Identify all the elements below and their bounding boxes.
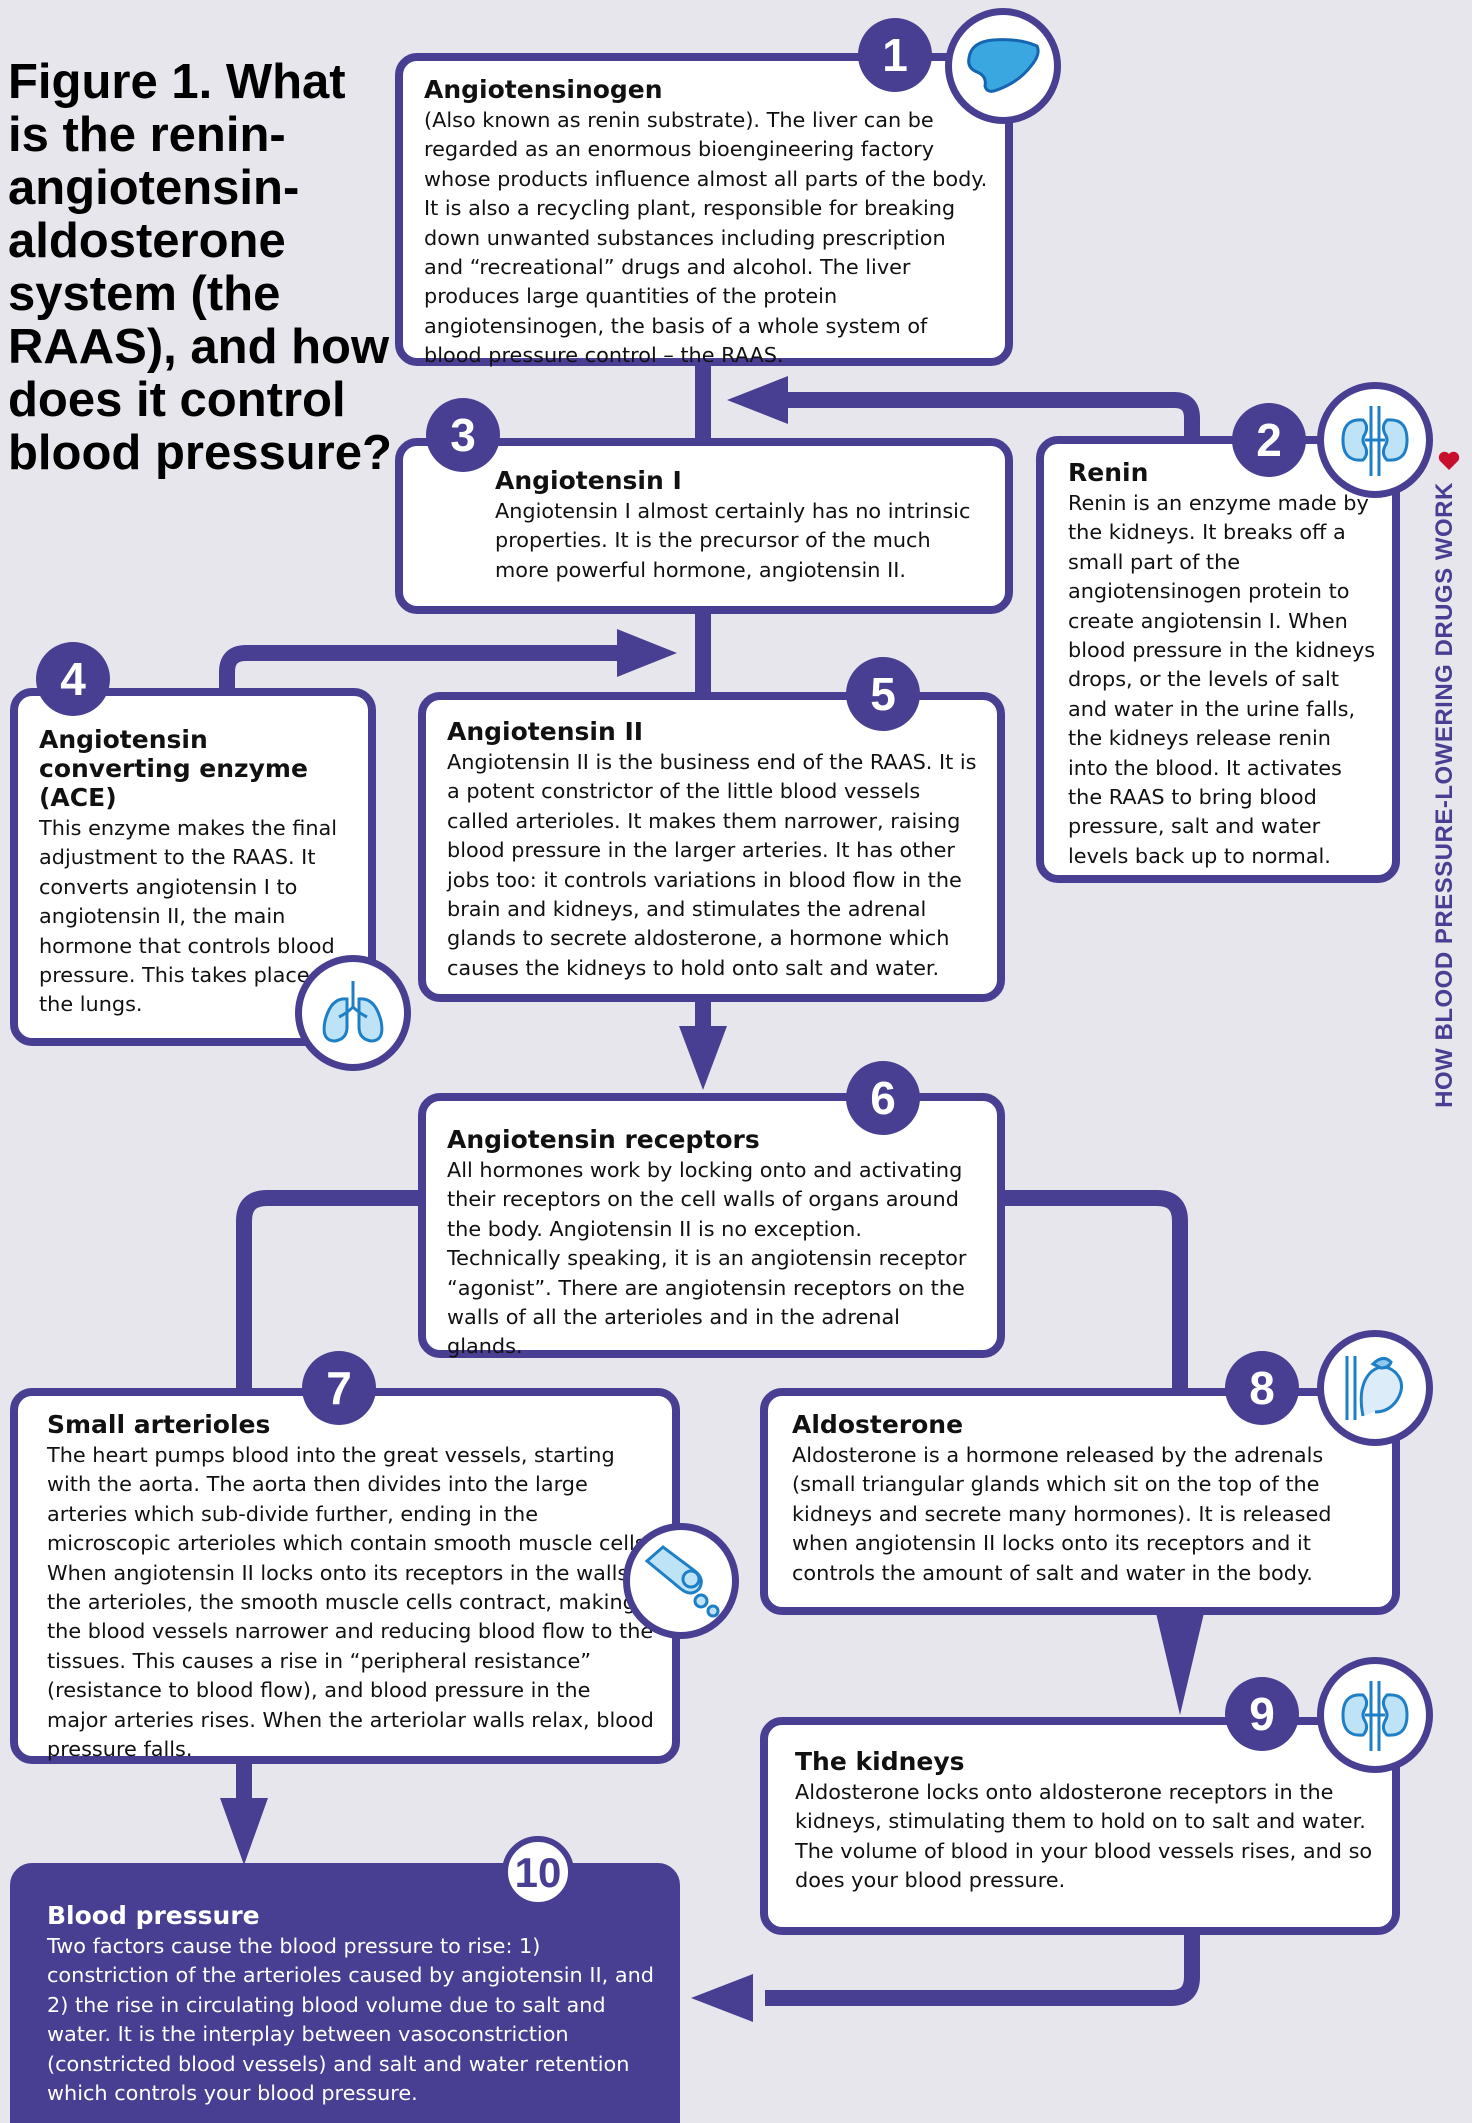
step-number-4: 4 [36,642,110,716]
connector-6-to-8 [1003,1190,1188,1395]
step-heading: The kidneys [795,1747,965,1776]
step-heading: Renin [1068,458,1149,487]
connector-6-to-7 [236,1190,420,1395]
arrowhead-2-to-3 [727,376,788,424]
step-box-blood-pressure: Blood pressure Two factors cause the blo… [10,1863,680,2123]
step-heading: Angiotensin receptors [447,1125,760,1154]
connector-2-to-3 [780,392,1200,440]
step-number-8: 8 [1225,1351,1299,1425]
step-box-angiotensin-ii: Angiotensin II Angiotensin II is the bus… [418,692,1005,1002]
step-heading: Angiotensin I [495,466,682,495]
step-heading: Angiotensin II [447,717,644,746]
kidneys-icon [1317,1657,1433,1773]
arrowhead-7-to-10 [220,1798,268,1865]
heart-icon [1438,451,1460,470]
step-heading: Blood pressure [47,1901,260,1930]
step-number-5: 5 [846,657,920,731]
side-label: HOW BLOOD PRESSURE-LOWERING DRUGS WORK [1431,482,1458,1108]
step-heading: Angiotensin converting enzyme (ACE) [39,725,308,812]
step-body: (Also known as renin substrate). The liv… [424,108,988,368]
step-box-angiotensin-receptors: Angiotensin receptors All hormones work … [418,1093,1005,1358]
step-body: Angiotensin I almost certainly has no in… [495,499,971,582]
step-heading: Angiotensinogen [424,75,663,104]
step-number-10: 10 [502,1836,574,1908]
step-box-kidneys: The kidneys Aldosterone locks onto aldos… [760,1717,1400,1935]
arrowhead-4-to-5 [617,629,677,677]
adrenal-gland-icon [1317,1330,1433,1446]
step-heading: Small arterioles [47,1410,271,1439]
kidneys-icon [1317,382,1433,498]
step-body: Angiotensin II is the business end of th… [447,750,977,980]
step-body: The heart pumps blood into the great ves… [47,1443,655,1762]
step-number-9: 9 [1225,1677,1299,1751]
step-box-angiotensinogen: Angiotensinogen (Also known as renin sub… [395,53,1013,367]
lungs-icon [295,955,411,1071]
step-number-2: 2 [1232,403,1306,477]
step-body: All hormones work by locking onto and ac… [447,1158,967,1359]
arrowhead-8-to-9 [1156,1613,1204,1715]
arrowhead-9-to-10 [691,1974,753,2022]
step-body: Aldosterone is a hormone released by the… [792,1443,1332,1585]
step-box-small-arterioles: Small arterioles The heart pumps blood i… [10,1388,680,1764]
step-number-7: 7 [302,1351,376,1425]
connector-9-to-10 [765,1930,1200,2006]
liver-icon [945,8,1061,124]
connector-4-to-5 [219,645,620,690]
step-number-3: 3 [426,398,500,472]
step-body: Two factors cause the blood pressure to … [47,1934,654,2106]
step-body: Renin is an enzyme made by the kidneys. … [1068,491,1376,868]
step-number-1: 1 [858,18,932,92]
step-box-aldosterone: Aldosterone Aldosterone is a hormone rel… [760,1388,1400,1615]
step-box-renin: Renin Renin is an enzyme made by the kid… [1036,436,1400,883]
step-heading: Aldosterone [792,1410,964,1439]
blood-vessel-icon [623,1523,739,1639]
arrowhead-5-to-6 [679,1026,727,1090]
figure-title: Figure 1. What is the renin-angiotensin-… [8,55,392,480]
step-body: Aldosterone locks onto aldosterone recep… [795,1780,1373,1893]
step-body: This enzyme makes the final adjustment t… [39,816,338,1017]
step-number-6: 6 [846,1061,920,1135]
step-box-angiotensin-i: Angiotensin I Angiotensin I almost certa… [395,438,1013,614]
